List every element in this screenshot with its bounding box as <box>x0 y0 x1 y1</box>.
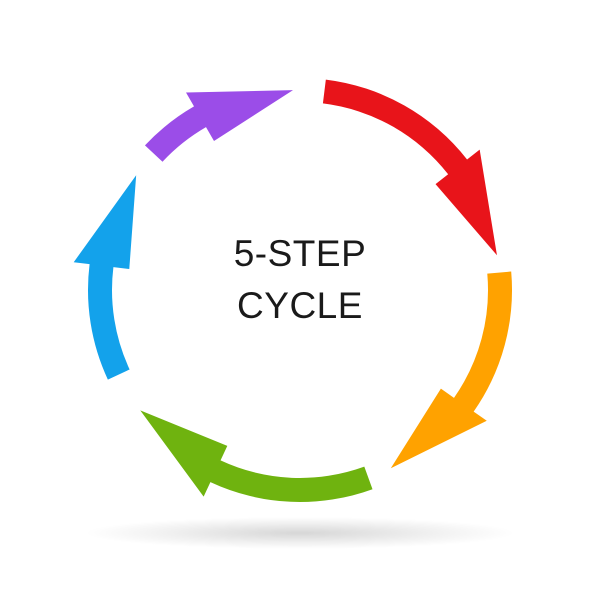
title-line-1: 5-STEP <box>233 233 367 274</box>
cycle-arrow-3 <box>140 410 373 503</box>
cycle-arrow-2 <box>390 271 512 469</box>
cycle-arrow-5 <box>144 90 294 162</box>
center-title: 5-STEP CYCLE <box>150 228 450 332</box>
cycle-arrow-1 <box>322 79 497 256</box>
ground-shadow <box>85 517 515 549</box>
title-line-2: CYCLE <box>237 285 363 326</box>
cycle-arrow-4 <box>73 175 137 380</box>
